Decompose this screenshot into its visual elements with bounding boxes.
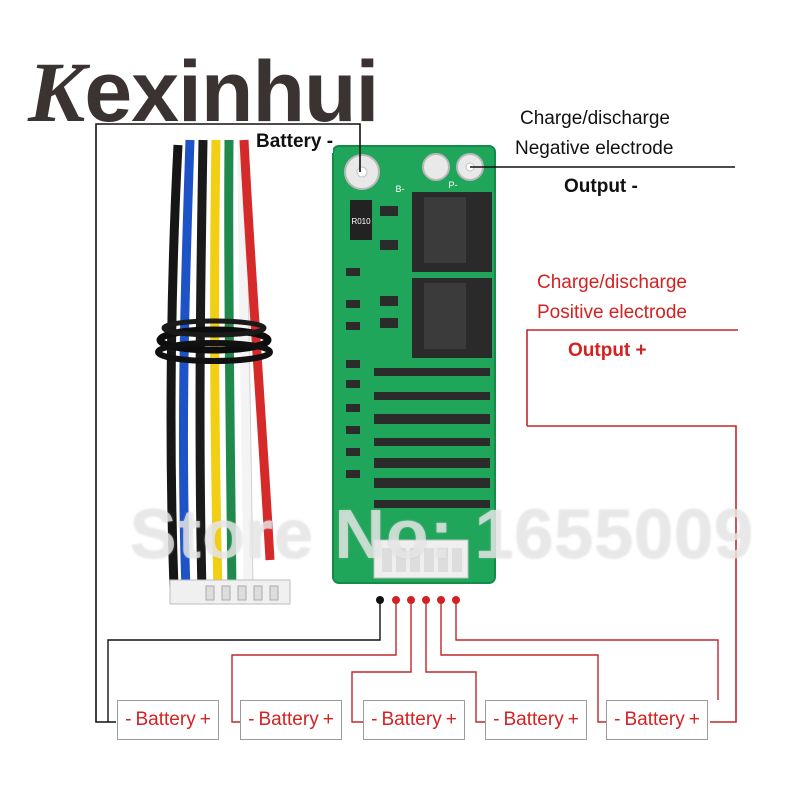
battery-plus-terminal: + xyxy=(445,709,457,730)
battery-minus-terminal: - xyxy=(614,709,621,730)
negative-electrode-line1: Charge/discharge xyxy=(520,108,670,129)
battery-plus-terminal: + xyxy=(199,709,211,730)
battery-minus-terminal: - xyxy=(371,709,378,730)
protection-board: R010 B- P- xyxy=(332,145,496,584)
store-watermark: Store No: 1655009 xyxy=(130,495,754,573)
balance-wires xyxy=(231,600,719,723)
output-positive-wire-a xyxy=(526,329,738,426)
battery-cell-3: - Battery + xyxy=(363,700,465,740)
pad-p-label: P- xyxy=(449,180,458,190)
brand-rest: exinhui xyxy=(84,44,379,140)
battery-cell-4: - Battery + xyxy=(485,700,587,740)
battery-cell-5: - Battery + xyxy=(606,700,708,740)
battery-label: Battery xyxy=(624,709,685,730)
output-plus-label: Output + xyxy=(568,340,647,361)
battery-cell-1: - Battery + xyxy=(117,700,219,740)
brand-logo: Kexinhui xyxy=(28,42,379,142)
negative-electrode-line2: Negative electrode xyxy=(515,138,674,159)
battery-minus-label: Battery - xyxy=(256,131,334,153)
battery-minus-terminal: - xyxy=(125,709,132,730)
balance-wire-negative xyxy=(107,600,381,722)
battery-label: Battery xyxy=(258,709,319,730)
positive-electrode-line1: Charge/discharge xyxy=(537,272,687,293)
battery-label: Battery xyxy=(135,709,196,730)
brand-first-letter: K xyxy=(28,44,85,140)
resistor-label: R010 xyxy=(351,217,371,226)
battery-label: Battery xyxy=(503,709,564,730)
battery-negative-wire xyxy=(95,123,361,723)
battery-minus-terminal: - xyxy=(493,709,500,730)
battery-minus-terminal: - xyxy=(248,709,255,730)
output-positive-wire-b xyxy=(527,425,737,723)
battery-plus-terminal: + xyxy=(567,709,579,730)
battery-plus-terminal: + xyxy=(322,709,334,730)
positive-electrode-line2: Positive electrode xyxy=(537,302,687,323)
battery-plus-terminal: + xyxy=(688,709,700,730)
jst-connector xyxy=(169,579,291,605)
output-minus-label: Output - xyxy=(564,176,638,197)
pad-b-label: B- xyxy=(396,184,405,194)
wire-bundle xyxy=(155,139,275,593)
pin-dots xyxy=(376,596,460,604)
battery-label: Battery xyxy=(381,709,442,730)
battery-cell-2: - Battery + xyxy=(240,700,342,740)
